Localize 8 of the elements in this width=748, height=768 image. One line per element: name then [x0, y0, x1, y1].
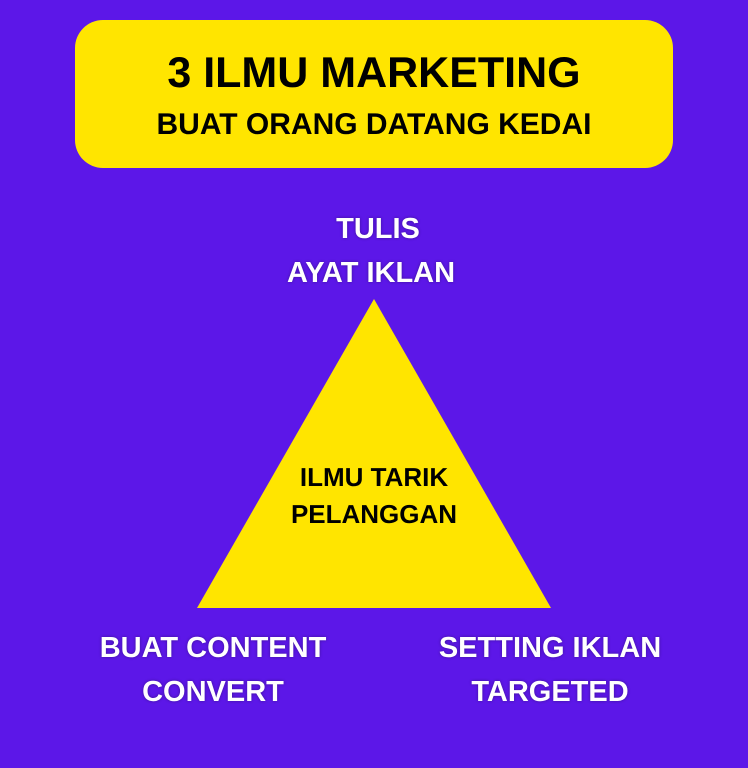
vertex-label: SETTING IKLAN TARGETED [438, 631, 662, 710]
pyramid-triangle [197, 299, 551, 608]
vertex-label: TULIS AYAT IKLAN [286, 212, 456, 291]
center-label: ILMU TARIK PELANGGAN [290, 461, 458, 531]
title-text: 3 ILMU MARKETING [166, 48, 582, 98]
subtitle-text: BUAT ORANG DATANG KEDAI [156, 107, 592, 143]
title-banner [75, 20, 673, 168]
vertex-label: BUAT CONTENT CONVERT [98, 631, 328, 710]
